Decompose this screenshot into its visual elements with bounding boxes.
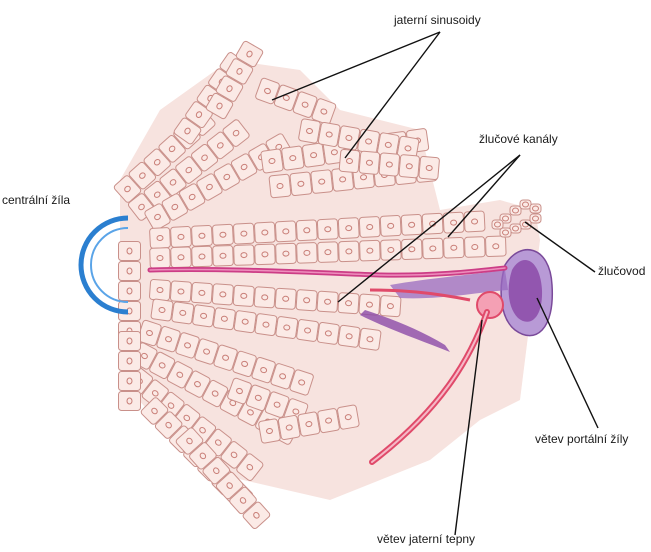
hepatocyte-cell: [298, 119, 321, 144]
label-bile-canaliculi: žlučové kanály: [479, 132, 558, 146]
hepatocyte-cell: [276, 243, 297, 264]
hepatocyte-cell: [119, 262, 141, 281]
hepatocyte-cell: [191, 282, 212, 303]
hepatocyte-cell: [337, 405, 360, 430]
hepatocyte-cell: [401, 214, 422, 235]
hepatocyte-cell: [379, 153, 400, 177]
hepatocyte-cell: [485, 236, 506, 257]
label-artery-branch: větev jaterní tepny: [377, 532, 475, 546]
hepatocyte-cell: [338, 125, 361, 150]
hepatocyte-cell: [380, 215, 401, 236]
hepatocyte-cell: [275, 221, 296, 242]
hepatocyte-cell: [318, 242, 339, 263]
hepatocyte-cell: [151, 299, 174, 322]
hepatocyte-cell: [191, 225, 212, 246]
label-central-vein: centrální žíla: [2, 193, 70, 207]
leader-portal-branch: [537, 298, 598, 428]
hepatocyte-cell: [422, 238, 443, 259]
hepatocyte-cell: [500, 228, 511, 237]
hepatocyte-cell: [192, 305, 215, 328]
hepatocyte-cell: [317, 408, 340, 433]
hepatocyte-cell: [170, 281, 191, 302]
hepatocyte-cell: [149, 279, 170, 300]
hepatocyte-cell: [254, 222, 275, 243]
hepatocyte-cell: [297, 243, 318, 264]
hepatocyte-cell: [380, 295, 401, 316]
hepatocyte-cell: [399, 154, 420, 178]
hepatocyte-cell: [419, 156, 440, 180]
hepatocyte-cell: [359, 216, 380, 237]
hepatocyte-cell: [302, 143, 325, 168]
hepatocyte-cell: [359, 328, 382, 351]
label-bile-duct: žlučovod: [598, 264, 645, 278]
hepatocyte-cell: [171, 247, 192, 268]
hepatocyte-cell: [298, 412, 321, 437]
hepatocyte-cell: [258, 419, 281, 444]
hepatocyte-cell: [317, 219, 338, 240]
hepatocyte-cell: [357, 129, 380, 154]
hepatocyte-cell: [172, 302, 195, 325]
hepatocyte-cell: [275, 288, 296, 309]
hepatocyte-cell: [492, 220, 503, 229]
hepatocyte-cell: [233, 223, 254, 244]
hepatocyte-cell: [192, 246, 213, 267]
hepatocyte-cell: [338, 218, 359, 239]
hepatocyte-cell: [520, 200, 531, 209]
hepatocyte-cell: [317, 322, 340, 345]
hepatocyte-cell: [234, 310, 257, 333]
hepatocyte-cell: [261, 149, 284, 174]
hepatocyte-cell: [296, 220, 317, 241]
hepatocyte-cell: [269, 174, 291, 198]
hepatocyte-cell: [338, 293, 359, 314]
hepatocyte-cell: [510, 206, 521, 215]
hepatocyte-cell: [119, 242, 141, 261]
hepatocyte-cell: [296, 319, 319, 342]
hepatocyte-cell: [381, 240, 402, 261]
hepatocyte-cell: [318, 122, 341, 147]
hepatocyte-cell: [170, 226, 191, 247]
hepatocyte-cell: [443, 237, 464, 258]
hepatocyte-cell: [296, 290, 317, 311]
hepatocyte-cell: [149, 227, 170, 248]
hepatocyte-cell: [281, 146, 304, 171]
hepatocyte-cell: [360, 240, 381, 261]
hepatocyte-cell: [213, 307, 236, 330]
hepatocyte-cell: [530, 204, 541, 213]
hepatocyte-cell: [255, 313, 278, 336]
hepatocyte-cell: [530, 214, 541, 223]
hepatocyte-cell: [119, 372, 141, 391]
artery-ring: [477, 292, 503, 318]
hepatocyte-cell: [119, 352, 141, 371]
hepatocyte-cell: [339, 241, 360, 262]
hepatocyte-cell: [119, 282, 141, 301]
hepatocyte-cell: [234, 245, 255, 266]
hepatocyte-cell: [464, 237, 485, 258]
hepatocyte-cell: [278, 415, 301, 440]
hepatocyte-cell: [317, 291, 338, 312]
hepatocyte-cell: [213, 245, 234, 266]
hepatocyte-cell: [212, 284, 233, 305]
hepatocyte-cell: [119, 392, 141, 411]
hepatocyte-cell: [275, 316, 298, 339]
label-portal-branch: větev portální žíly: [535, 432, 628, 446]
hepatocyte-cell: [254, 287, 275, 308]
hepatocyte-cell: [338, 325, 361, 348]
hepatocyte-cell: [290, 172, 312, 196]
hepatocyte-cell: [233, 285, 254, 306]
label-sinusoids: jaterní sinusoidy: [394, 13, 481, 27]
hepatocyte-cell: [311, 170, 333, 194]
hepatocyte-cell: [150, 248, 171, 269]
hepatocyte-cell: [212, 224, 233, 245]
hepatocyte-cell: [119, 332, 141, 351]
hepatocyte-cell: [255, 244, 276, 265]
hepatocyte-cell: [359, 151, 380, 175]
hepatocyte-cell: [510, 224, 521, 233]
